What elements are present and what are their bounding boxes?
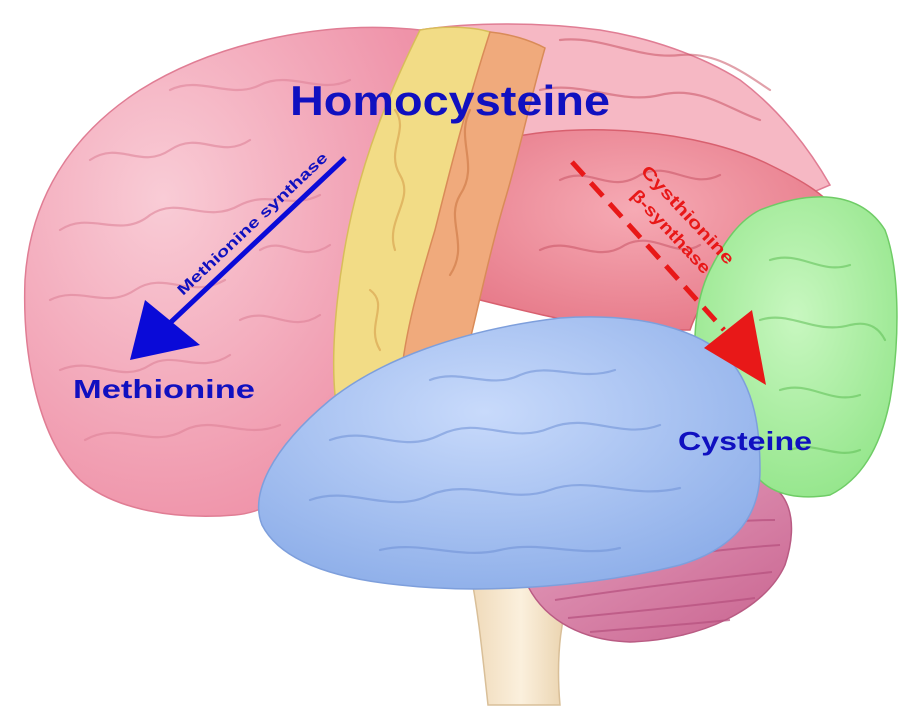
homocysteine-label: Homocysteine bbox=[290, 77, 610, 124]
methionine-label: Methionine bbox=[73, 374, 255, 404]
cysteine-label: Cysteine bbox=[678, 426, 812, 456]
